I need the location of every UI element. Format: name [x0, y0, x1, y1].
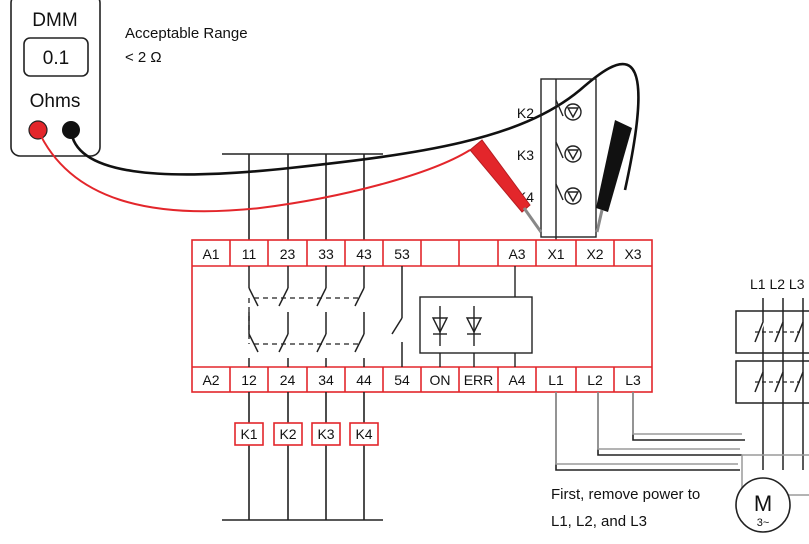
- range-value: < 2 Ω: [125, 49, 162, 66]
- bottom-terminal-label-10: L2: [587, 372, 603, 388]
- relay-body: [191, 239, 653, 393]
- bottom-terminal-label-3: 34: [318, 372, 334, 388]
- red-probe: [469, 139, 543, 233]
- bottom-terminal-label-1: 12: [241, 372, 257, 388]
- motor-symbol: M: [754, 491, 772, 516]
- feedback-label-k3: K3: [517, 147, 534, 163]
- top-terminal-label-0: A1: [202, 246, 219, 262]
- top-terminal-label-2: 23: [280, 246, 296, 262]
- relay-internal-contacts: [248, 266, 403, 367]
- feedback-contacts: K2 K3 K4: [517, 78, 597, 240]
- coil-box-k4: [349, 422, 379, 446]
- feedback-contact-box: [540, 78, 597, 238]
- top-terminal-label-3: 33: [318, 246, 334, 262]
- coil-label-k3: K3: [317, 426, 334, 442]
- supply-contactors: L1 L2 L3: [735, 276, 809, 496]
- dmm-unit: Ohms: [30, 91, 81, 112]
- coil-box-k2: [273, 422, 303, 446]
- black-probe-wire: [69, 62, 640, 191]
- relay-electronics: [419, 266, 533, 367]
- coil-label-k2: K2: [279, 426, 296, 442]
- dmm-title: DMM: [32, 10, 77, 31]
- bottom-terminal-label-6: ON: [430, 372, 451, 388]
- feedback-label-k2: K2: [517, 105, 534, 121]
- top-terminal-label-1: 11: [242, 246, 257, 262]
- bottom-terminal-label-5: 54: [394, 372, 410, 388]
- bottom-terminal-label-2: 24: [280, 372, 296, 388]
- dmm-display: [23, 37, 89, 77]
- dmm-meter: DMM 0.1 Ohms: [10, 0, 101, 157]
- top-terminal-label-8: A3: [508, 246, 525, 262]
- top-terminal-label-11: X3: [624, 246, 641, 262]
- dmm-reading: 0.1: [43, 48, 69, 69]
- supply-label: L1 L2 L3: [750, 276, 805, 292]
- safety-relay: A1 11 23 33 43 53 A3 X1 X2 X3 A2 12 24 34 44 54 ON ERR A4…: [191, 239, 653, 393]
- top-terminal-label-10: X2: [586, 246, 603, 262]
- bottom-terminal-label-7: ERR: [464, 372, 494, 388]
- black-probe: [595, 120, 632, 233]
- top-terminal-label-9: X1: [547, 246, 564, 262]
- coil-label-k4: K4: [355, 426, 372, 442]
- motor-wiring: [555, 392, 745, 471]
- bottom-terminal-label-0: A2: [202, 372, 219, 388]
- note-line-2: L1, L2, and L3: [551, 513, 647, 530]
- coil-label-k1: K1: [240, 426, 257, 442]
- coil-box-k3: [311, 422, 341, 446]
- note-line-1: First, remove power to: [551, 486, 700, 503]
- bottom-terminal-label-9: L1: [548, 372, 564, 388]
- motor-phase: 3~: [757, 517, 770, 529]
- bottom-terminal-label-11: L3: [625, 372, 641, 388]
- coil-box-k1: [234, 422, 264, 446]
- top-terminal-label-5: 53: [394, 246, 410, 262]
- bottom-terminal-label-4: 44: [356, 372, 372, 388]
- range-label: Acceptable Range: [125, 25, 248, 42]
- contactor-coils: K1 K2 K3 K4: [222, 392, 383, 521]
- top-terminal-label-4: 43: [356, 246, 372, 262]
- bottom-terminal-label-8: A4: [508, 372, 525, 388]
- red-probe-wire: [37, 129, 471, 213]
- motor: M 3~: [735, 477, 791, 533]
